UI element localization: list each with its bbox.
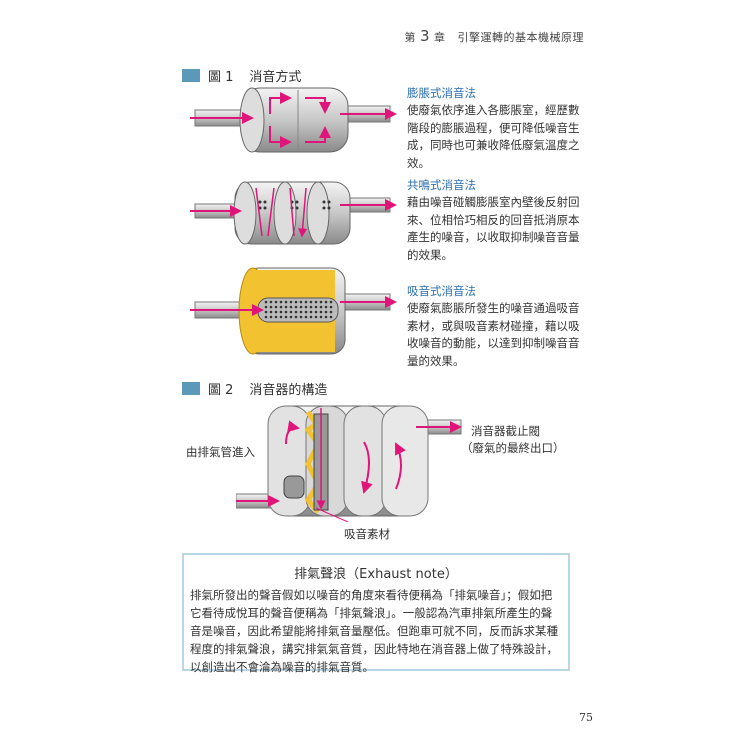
outlet-label: 消音器截止閥 [471, 424, 540, 438]
muffler-structure-illustration [236, 405, 462, 522]
method-heading: 膨脹式消音法 [407, 86, 476, 100]
method-description: 使廢氣依序進入各膨脹室，經歷數階段的膨脹過程，便可降低噪音生成，同時也可兼收降低… [407, 103, 580, 170]
figure-caption: 消音方式 [249, 70, 302, 85]
chapter-prefix: 第 [404, 31, 416, 44]
method-absorption: 吸音式消音法 使廢氣膨脹所發生的噪音通過吸音素材，或與吸音素材碰撞，藉以吸收噪音… [407, 283, 583, 370]
absorption-muffler-illustration [190, 267, 397, 355]
resonance-muffler-illustration [190, 181, 397, 250]
chapter-number: 3 [419, 27, 430, 45]
chapter-suffix: 章 [434, 31, 446, 44]
figure-2-title: 圖 2 消音器的構造 [182, 379, 327, 398]
method-heading: 吸音式消音法 [407, 284, 476, 298]
material-label: 吸音素材 [344, 527, 390, 541]
chapter-title: 引擎運轉的基本機械原理 [457, 31, 584, 44]
method-expansion: 膨脹式消音法 使廢氣依序進入各膨脹室，經歷數階段的膨脹過程，便可降低噪音生成，同… [407, 85, 583, 172]
figure-marker-icon [182, 382, 200, 395]
method-heading: 共鳴式消音法 [407, 178, 476, 192]
inlet-label: 由排氣管進入 [186, 445, 255, 459]
note-title: 排氣聲浪（Exhaust note） [294, 567, 458, 582]
figure-marker-icon [182, 69, 200, 82]
figure-label: 圖 2 [208, 383, 234, 398]
note-body: 排氣所發出的聲音假如以噪音的角度來看待便稱為「排氣噪音」；假如把它看待成悅耳的聲… [190, 588, 558, 674]
figure-1-title: 圖 1 消音方式 [182, 66, 301, 85]
figure-caption: 消音器的構造 [249, 383, 328, 398]
method-description: 使廢氣膨脹所發生的噪音通過吸音素材，或與吸音素材碰撞，藉以吸收噪音的動能，以達到… [407, 301, 580, 368]
exhaust-note-box: 排氣聲浪（Exhaust note） 排氣所發出的聲音假如以噪音的角度來看待便稱… [182, 553, 570, 674]
expansion-muffler-illustration [190, 87, 397, 153]
figure-label: 圖 1 [208, 70, 234, 85]
method-resonance: 共鳴式消音法 藉由噪音碰觸膨脹室內壁後反射回來、位相恰巧相反的回音抵消原本產生的… [407, 177, 583, 264]
page-number: 75 [579, 711, 593, 724]
outlet-sublabel: （廢氣的最終出口） [461, 441, 565, 455]
method-description: 藉由噪音碰觸膨脹室內壁後反射回來、位相恰巧相反的回音抵消原本產生的噪音，以收取抑… [407, 195, 580, 262]
